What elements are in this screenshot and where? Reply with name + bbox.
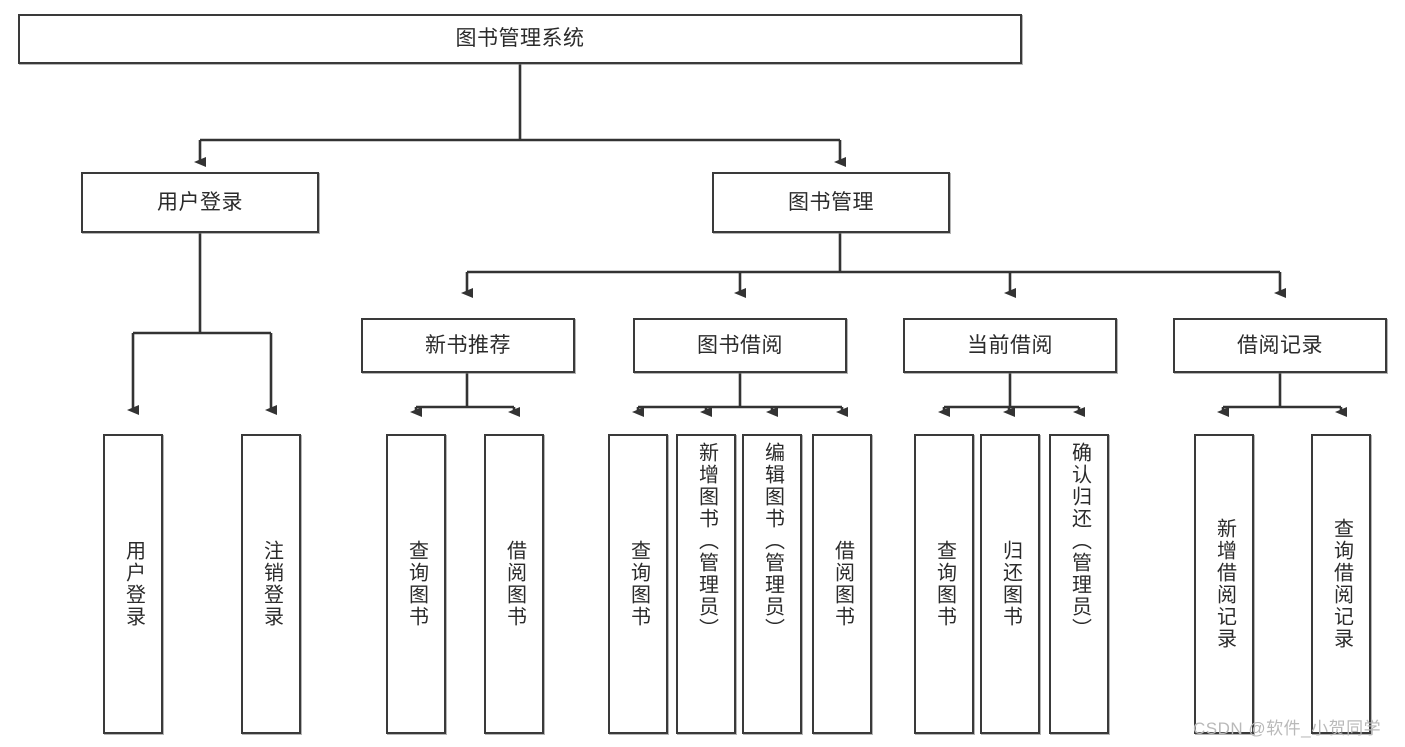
leaf-logout[interactable]: 注销登录 [241,434,301,734]
leaf-label: 查询图书 [405,540,428,628]
node-current-borrow[interactable]: 当前借阅 [903,318,1117,373]
leaf-query-book-recommend[interactable]: 查询图书 [386,434,446,734]
node-label: 当前借阅 [967,333,1053,357]
node-label: 图书管理 [788,190,874,214]
leaf-add-borrow-record[interactable]: 新增借阅记录 [1194,434,1254,734]
node-book-management[interactable]: 图书管理 [712,172,950,233]
leaf-label: 归还图书 [999,540,1022,628]
leaf-add-book-admin[interactable]: 新增图书（管理员） [676,434,736,734]
leaf-label: 注销登录 [260,540,283,628]
node-new-book-recommend[interactable]: 新书推荐 [361,318,575,373]
leaf-label: 编辑图书（管理员） [761,442,784,640]
leaf-confirm-return-admin[interactable]: 确认归还（管理员） [1049,434,1109,734]
leaf-label: 查询图书 [933,540,956,628]
leaf-label: 新增借阅记录 [1213,518,1236,650]
node-user-login[interactable]: 用户登录 [81,172,319,233]
node-book-borrow[interactable]: 图书借阅 [633,318,847,373]
leaf-label: 用户登录 [122,540,145,628]
node-label: 用户登录 [157,190,243,214]
node-label: 图书管理系统 [455,27,585,51]
leaf-query-borrow-record[interactable]: 查询借阅记录 [1311,434,1371,734]
leaf-label: 确认归还（管理员） [1068,442,1091,640]
node-borrow-record[interactable]: 借阅记录 [1173,318,1387,373]
leaf-query-book-borrow[interactable]: 查询图书 [608,434,668,734]
node-label: 新书推荐 [425,333,511,357]
leaf-borrow-book-recommend[interactable]: 借阅图书 [484,434,544,734]
node-root[interactable]: 图书管理系统 [18,14,1022,64]
leaf-label: 借阅图书 [503,540,526,628]
leaf-label: 借阅图书 [831,540,854,628]
leaf-user-login[interactable]: 用户登录 [103,434,163,734]
leaf-query-book-current[interactable]: 查询图书 [914,434,974,734]
leaf-label: 查询图书 [627,540,650,628]
node-label: 图书借阅 [697,333,783,357]
leaf-borrow-book[interactable]: 借阅图书 [812,434,872,734]
leaf-label: 新增图书（管理员） [695,442,718,640]
leaf-edit-book-admin[interactable]: 编辑图书（管理员） [742,434,802,734]
watermark: CSDN @软件_小贺同学 [1193,719,1382,738]
leaf-return-book[interactable]: 归还图书 [980,434,1040,734]
leaf-label: 查询借阅记录 [1330,518,1353,650]
node-label: 借阅记录 [1237,333,1323,357]
